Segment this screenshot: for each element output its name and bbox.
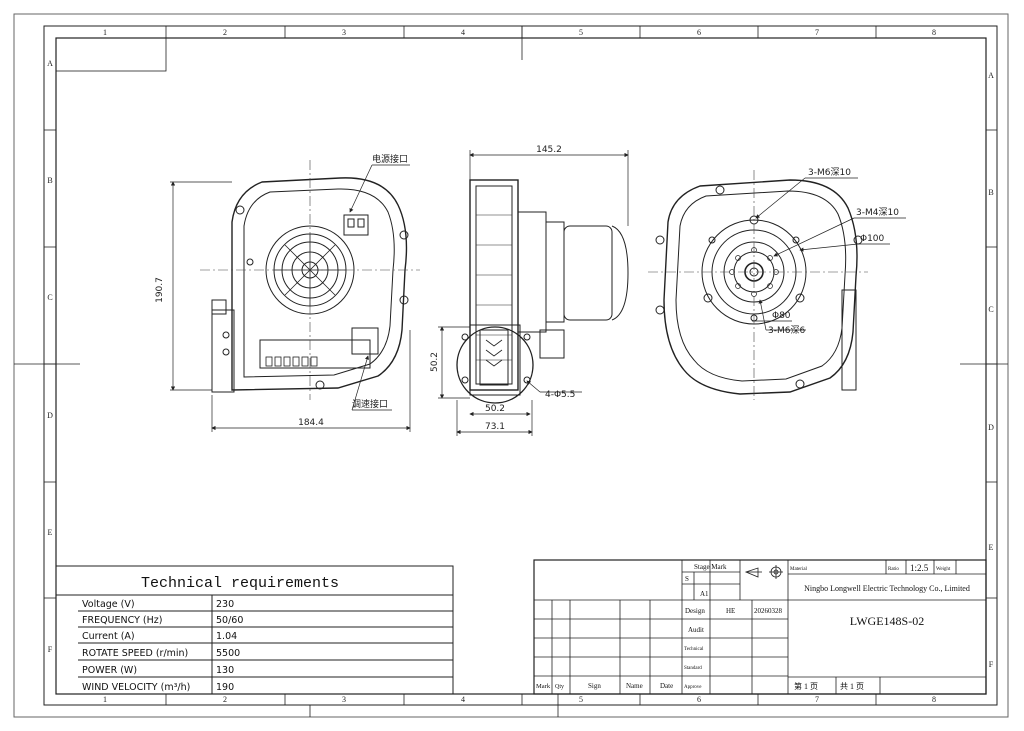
tb-stage-mark: Stage Mark: [694, 563, 727, 571]
tech-value-current: 1.04: [216, 631, 237, 642]
col-label-2: 2: [223, 28, 227, 37]
col-label-7: 7: [815, 28, 819, 37]
col-label-7-bottom: 7: [815, 695, 819, 704]
label-m4: 3-M4深10: [856, 207, 899, 218]
col-label-1: 1: [103, 28, 107, 37]
tech-label-speed: ROTATE SPEED (r/min): [82, 648, 188, 659]
side-dimensions: [438, 150, 629, 436]
col-label-1-bottom: 1: [103, 695, 107, 704]
tb-design: Design: [685, 607, 705, 615]
tech-value-voltage: 230: [216, 599, 234, 610]
tech-value-speed: 5500: [216, 648, 240, 659]
row-label-f-right: F: [989, 660, 994, 669]
tb-designer: HE: [726, 607, 735, 615]
tb-approve: Approve: [684, 685, 702, 690]
row-label-d-right: D: [988, 423, 994, 432]
col-label-5: 5: [579, 28, 583, 37]
tb-a1: A1: [700, 590, 709, 598]
row-label-c-right: C: [988, 305, 993, 314]
dim-front-width: 184.4: [298, 418, 324, 428]
col-label-3-bottom: 3: [342, 695, 346, 704]
tb-date: 20260328: [754, 607, 783, 615]
zone-dividers: [14, 26, 1008, 717]
projection-symbol-icon: [744, 565, 783, 579]
tb-col-qty: Qty: [555, 684, 564, 690]
tech-value-power: 130: [216, 665, 234, 676]
front-dimensions: [170, 164, 411, 432]
row-label-f: F: [48, 645, 53, 654]
tech-label-frequency: FREQUENCY (Hz): [82, 615, 162, 626]
row-label-d: D: [47, 411, 53, 420]
tech-value-wind: 190: [216, 682, 234, 693]
tb-ratio-label: Ratio: [888, 567, 899, 572]
tech-label-voltage: Voltage (V): [82, 599, 135, 610]
row-label-a: A: [47, 59, 53, 68]
tech-value-frequency: 50/60: [216, 615, 243, 626]
dim-flange-width: 50.2: [485, 404, 505, 414]
col-label-4-bottom: 4: [461, 695, 465, 704]
dim-side-base: 73.1: [485, 422, 505, 432]
tb-audit: Audit: [688, 626, 704, 634]
label-mount-holes: 4-Φ5.5: [545, 390, 575, 400]
dim-flange-height: 50.2: [430, 352, 440, 372]
side-view: [456, 179, 629, 404]
corner-box: [55, 37, 167, 72]
back-dimensions: [752, 177, 906, 331]
tb-ratio-value: 1:2.5: [910, 563, 929, 573]
col-label-8-bottom: 8: [932, 695, 936, 704]
tb-col-date: Date: [660, 682, 673, 690]
label-speed-port: 调速接口: [352, 398, 388, 410]
label-m6-top: 3-M6深10: [808, 167, 851, 178]
tech-label-wind: WIND VELOCITY (m³/h): [82, 682, 190, 693]
col-label-4: 4: [461, 28, 465, 37]
col-label-6-bottom: 6: [697, 695, 701, 704]
tb-col-mark: Mark: [536, 683, 551, 690]
tech-label-current: Current (A): [82, 631, 135, 642]
row-label-e: E: [48, 528, 53, 537]
tb-col-sign: Sign: [588, 682, 601, 690]
tb-sheet-total: 共 1 页: [840, 682, 864, 691]
label-m6-bottom: 3-M6深6: [768, 325, 805, 336]
dim-side-length: 145.2: [536, 145, 562, 155]
tb-material: Material: [790, 567, 808, 572]
front-view: [200, 160, 420, 400]
tech-title: Technical requirements: [141, 575, 339, 592]
label-d80: Φ80: [772, 311, 791, 321]
tb-s: S: [685, 575, 689, 583]
tech-requirements-table: [55, 565, 454, 695]
col-label-6: 6: [697, 28, 701, 37]
sheet-border: [13, 13, 1009, 718]
tb-company: Ningbo Longwell Electric Technology Co.,…: [804, 584, 970, 593]
row-label-b-right: B: [988, 188, 993, 197]
title-block: [533, 559, 987, 695]
tb-part-number: LWGE148S-02: [850, 614, 924, 628]
back-view: [648, 170, 868, 400]
col-label-8: 8: [932, 28, 936, 37]
tb-weight: Weight: [936, 567, 951, 572]
row-label-c: C: [47, 293, 52, 302]
col-label-5-bottom: 5: [579, 695, 583, 704]
tb-sheet-number: 第 1 页: [794, 681, 818, 691]
row-label-b: B: [47, 176, 52, 185]
tech-label-power: POWER (W): [82, 665, 137, 676]
outer-frame: [43, 25, 998, 706]
label-d100: Φ100: [860, 234, 885, 244]
dim-front-height: 190.7: [155, 277, 165, 303]
tb-standard: Standard: [684, 666, 702, 671]
tb-col-name: Name: [626, 682, 643, 690]
row-label-a-right: A: [988, 71, 994, 80]
col-label-3: 3: [342, 28, 346, 37]
inner-frame: [55, 37, 987, 695]
col-label-2-bottom: 2: [223, 695, 227, 704]
row-label-e-right: E: [989, 543, 994, 552]
tb-technical: Technical: [684, 647, 704, 652]
label-power-port: 电源接口: [372, 153, 408, 165]
